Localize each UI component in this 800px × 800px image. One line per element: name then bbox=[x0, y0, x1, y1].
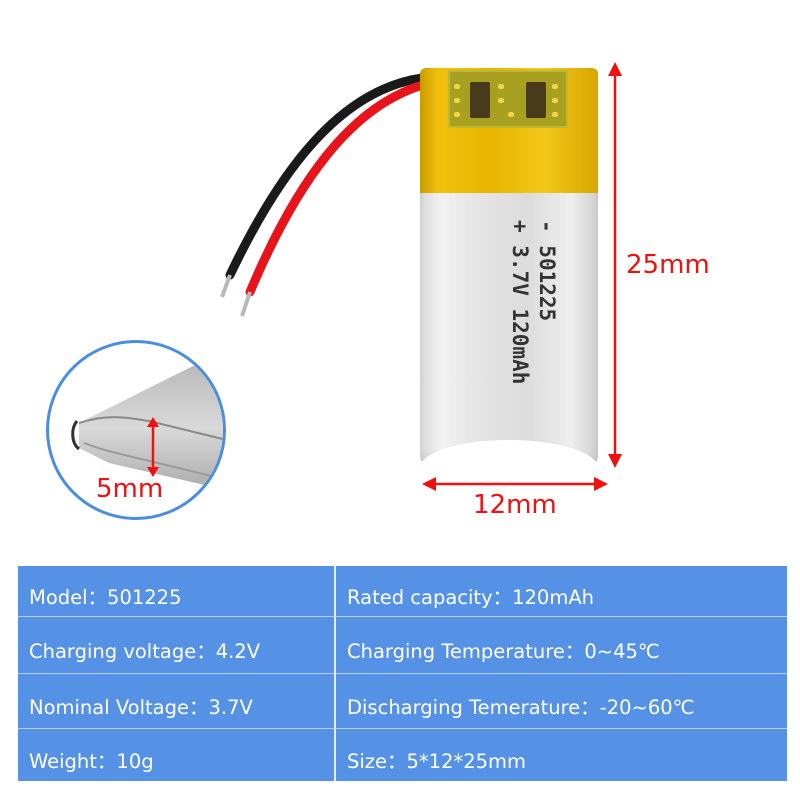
pcb-pad bbox=[498, 84, 504, 89]
battery-label-minus: - bbox=[535, 220, 559, 246]
pcb-chip bbox=[526, 82, 546, 118]
battery-wires bbox=[220, 73, 431, 317]
width-dimension-arrow bbox=[422, 477, 608, 491]
spec-charging-voltage: Charging voltage：4.2V bbox=[18, 617, 336, 674]
red-wire bbox=[245, 79, 431, 297]
black-wire bbox=[225, 73, 427, 280]
pcb-pad bbox=[454, 98, 460, 103]
pcb-pad bbox=[454, 112, 460, 117]
spec-model: Model：501225 bbox=[18, 566, 336, 617]
battery-label-model: 501225 bbox=[535, 245, 559, 322]
pcb-pad bbox=[552, 84, 558, 89]
battery-printed-label: - 501225 + 3.7V 120mAh bbox=[500, 220, 560, 400]
thickness-dimension-arrow bbox=[147, 417, 159, 477]
pcb-pad bbox=[552, 98, 558, 103]
pcb-pad bbox=[552, 112, 558, 117]
pcb-pad bbox=[454, 84, 460, 89]
spec-weight: Weight：10g bbox=[18, 729, 336, 781]
pcb-chip bbox=[470, 82, 490, 118]
battery-label-voltage-capacity: + 3.7V 120mAh bbox=[508, 220, 532, 385]
height-dimension-arrow bbox=[608, 62, 622, 468]
spec-discharging-temperature: Discharging Temerature：-20~60℃ bbox=[336, 674, 787, 729]
red-wire-tip bbox=[240, 291, 252, 317]
thickness-detail-circle bbox=[46, 340, 226, 520]
height-dimension-label: 25mm bbox=[626, 250, 710, 280]
specifications-table: Model：501225 Rated capacity：120mAh Charg… bbox=[18, 566, 787, 781]
pcb-pad bbox=[498, 98, 504, 103]
pcb-pad bbox=[508, 112, 514, 117]
protection-circuit-board bbox=[448, 70, 568, 128]
thickness-dimension-label: 5mm bbox=[96, 474, 164, 504]
spec-size: Size：5*12*25mm bbox=[347, 749, 527, 773]
black-wire-tip bbox=[220, 274, 232, 298]
width-dimension-label: 12mm bbox=[473, 490, 557, 520]
spec-nominal-voltage: Nominal Voltage：3.7V bbox=[18, 674, 336, 729]
spec-rated-capacity: Rated capacity：120mAh bbox=[336, 566, 787, 617]
spec-charging-temperature: Charging Temperature：0~45℃ bbox=[336, 617, 787, 674]
